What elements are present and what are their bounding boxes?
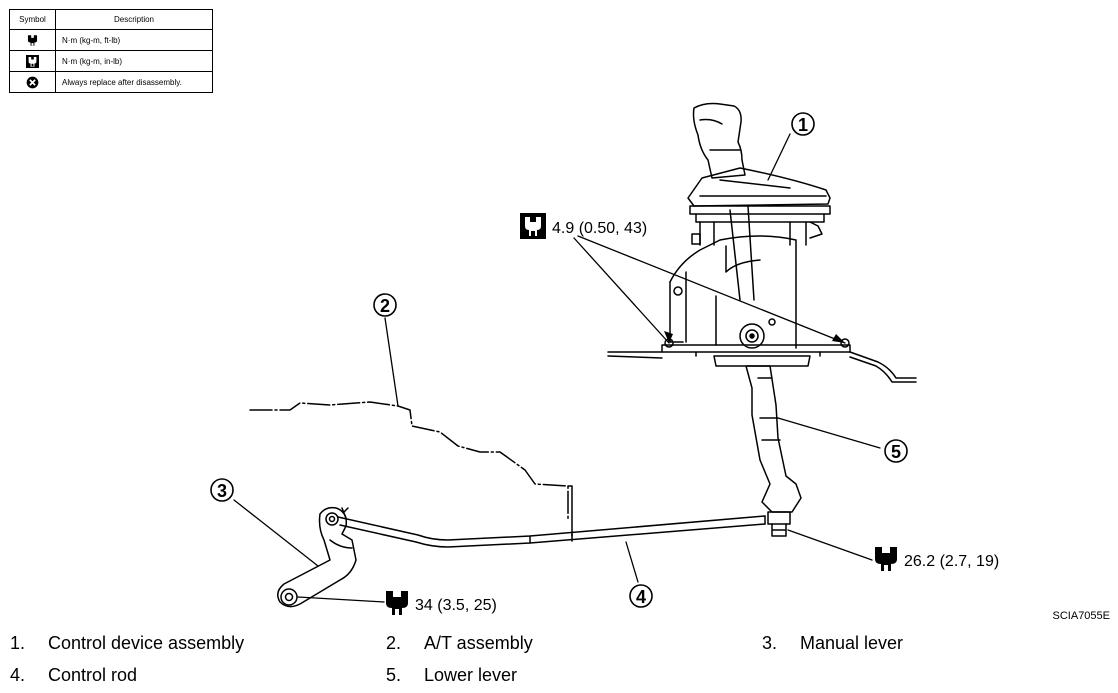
- torque-wrench-icon: [875, 547, 897, 571]
- torque-spec-lower-lever: 26.2 (2.7, 19): [875, 547, 999, 571]
- legend-symbol-cell: [9, 29, 56, 51]
- part-item-1: 1. Control device assembly: [10, 633, 244, 654]
- control-device-assembly: [661, 102, 851, 367]
- part-number: 3.: [762, 633, 778, 653]
- floor-panel-line: [607, 351, 917, 383]
- leader-3: [233, 499, 319, 567]
- leader-torque-control-device-b: [577, 235, 846, 344]
- leader-lines: [233, 133, 881, 603]
- part-item-5: 5. Lower lever: [386, 665, 517, 686]
- callout-3: 3: [210, 478, 234, 502]
- part-number: 4.: [10, 665, 26, 685]
- replace-icon: [26, 76, 39, 88]
- callout-2: 2: [373, 293, 397, 317]
- callout-4: 4: [629, 584, 653, 608]
- leader-1: [767, 133, 791, 181]
- torque-wrench-icon: [386, 591, 408, 615]
- parts-list: 1. Control device assembly 2. A/T assembly…: [0, 633, 1118, 693]
- callout-5-label: 5: [891, 442, 901, 462]
- callout-5: 5: [884, 439, 908, 463]
- callout-1: 1: [791, 112, 815, 136]
- at-assembly-case-line: [567, 485, 573, 537]
- torque-value-lower-lever: 26.2 (2.7, 19): [904, 553, 999, 570]
- leader-2: [384, 317, 399, 407]
- torque-wrench-inlb-icon: [26, 54, 39, 68]
- lower-lever: [745, 365, 802, 537]
- part-name: Control rod: [48, 665, 138, 685]
- part-name: Control device assembly: [48, 633, 245, 653]
- torque-spec-control-device: 4.9 (0.50, 43): [520, 213, 647, 239]
- callout-3-label: 3: [217, 481, 227, 501]
- torque-wrench-inlb-icon: [520, 213, 546, 239]
- figure-reference-code: SCIA7055E: [1052, 610, 1110, 622]
- callout-2-label: 2: [380, 296, 390, 316]
- part-name: Manual lever: [800, 633, 904, 653]
- part-item-3: 3. Manual lever: [762, 633, 903, 654]
- part-item-4: 4. Control rod: [10, 665, 137, 686]
- symbol-legend-table: Symbol Description N·m (kg-m, ft-lb) N·m…: [9, 9, 213, 93]
- torque-value-manual-lever: 34 (3.5, 25): [415, 597, 497, 614]
- part-number: 1.: [10, 633, 26, 653]
- torque-value-control-device: 4.9 (0.50, 43): [552, 220, 647, 237]
- at-assembly-outline: [249, 401, 569, 521]
- leader-5: [777, 417, 881, 449]
- leader-4: [625, 541, 639, 583]
- legend-description: Always replace after disassembly.: [55, 71, 213, 93]
- callout-4-label: 4: [636, 587, 646, 607]
- part-name: Lower lever: [424, 665, 518, 685]
- leader-torque-lower-lever: [787, 529, 873, 561]
- shift-control-diagram: 1 2 3 4 5 4.9 (0.50, 43) 26.2 (2.7, 19): [210, 102, 999, 615]
- leader-torque-control-device-a: [573, 237, 670, 344]
- manual-lever: [277, 506, 357, 608]
- leader-arrowheads: [664, 331, 845, 343]
- legend-header-row: Symbol Description: [9, 9, 213, 30]
- part-item-2: 2. A/T assembly: [386, 633, 533, 654]
- part-number: 2.: [386, 633, 402, 653]
- torque-spec-manual-lever: 34 (3.5, 25): [386, 591, 497, 615]
- control-rod: [337, 515, 766, 548]
- part-number: 5.: [386, 665, 402, 685]
- legend-row: N·m (kg-m, ft-lb): [9, 29, 213, 51]
- part-name: A/T assembly: [424, 633, 533, 653]
- callout-1-label: 1: [798, 115, 808, 135]
- torque-wrench-icon: [27, 34, 38, 46]
- legend-row: Always replace after disassembly.: [9, 71, 213, 93]
- leader-torque-manual-lever: [297, 596, 385, 603]
